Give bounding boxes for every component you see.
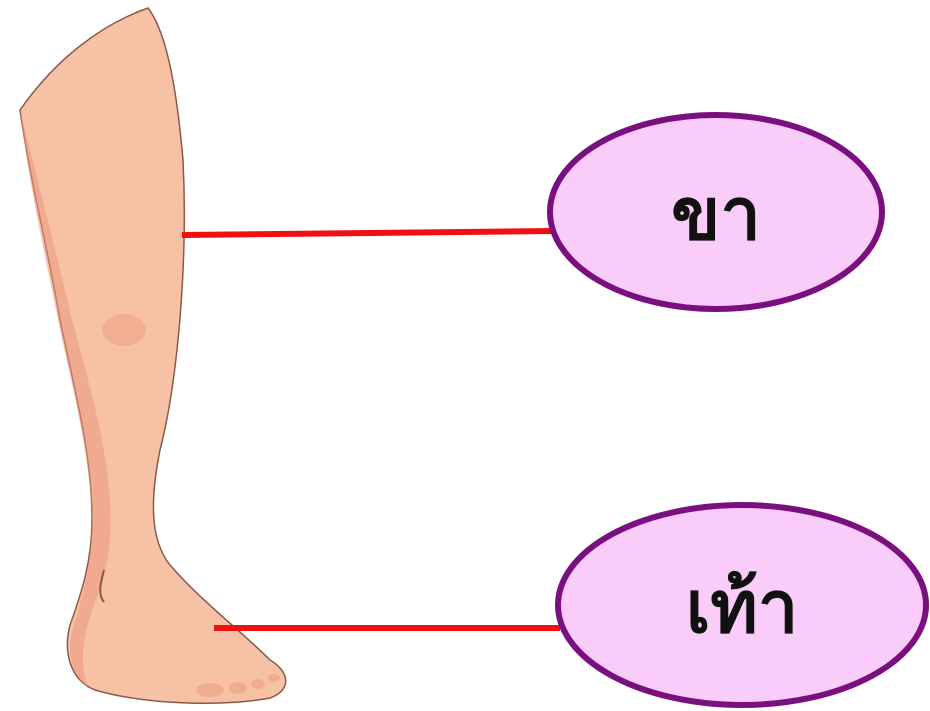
label-foot-text: เท้า [686,565,799,649]
label-leg-text: ขา [671,172,761,256]
knee-cap [102,314,146,346]
connector-line-leg [182,231,553,235]
label-leg: ขา [550,115,882,309]
leg-illustration [20,8,286,703]
label-foot: เท้า [558,505,926,705]
leg-shape [20,8,286,703]
